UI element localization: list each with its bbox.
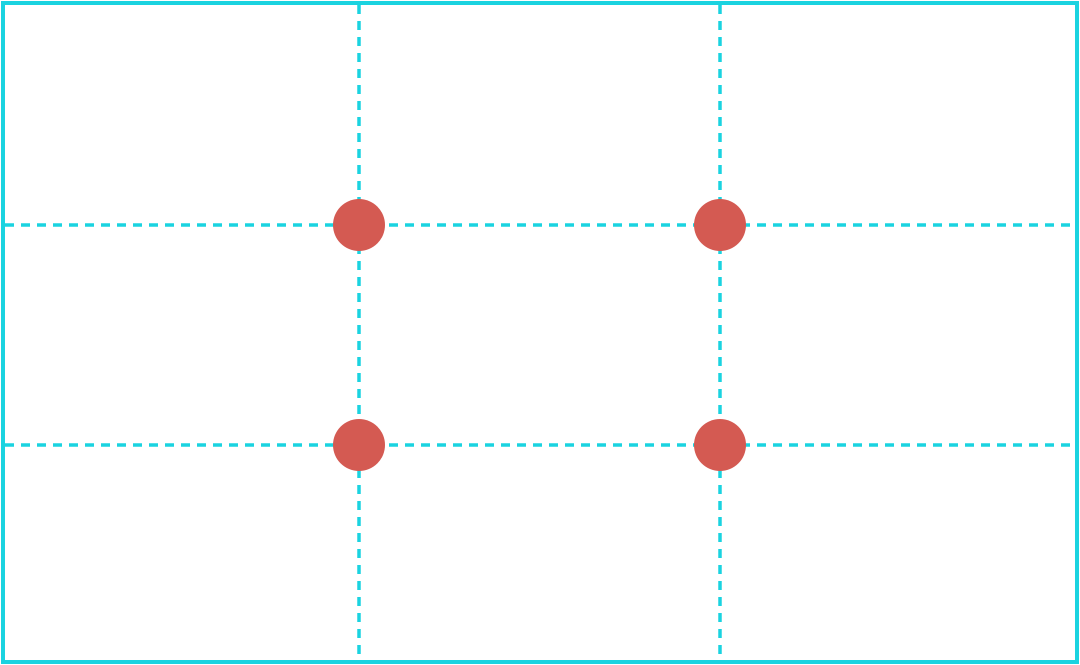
bottom-right-power-point [694,419,746,471]
intersection-points [333,199,746,471]
horizontal-grid-lines [5,223,1075,447]
bottom-left-power-point [333,419,385,471]
vertical-grid-lines [357,5,722,657]
top-right-power-point [694,199,746,251]
top-left-power-point [333,199,385,251]
